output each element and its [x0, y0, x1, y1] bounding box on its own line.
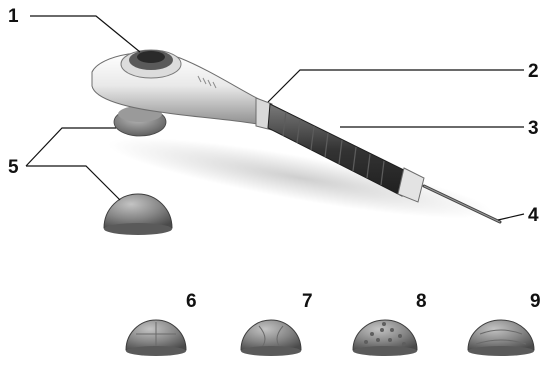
- leader-2: [268, 70, 524, 102]
- attachment-6: [126, 320, 186, 356]
- callout-2: 2: [528, 61, 539, 82]
- callout-5: 5: [8, 157, 19, 178]
- leader-4: [498, 214, 524, 220]
- callout-4: 4: [528, 205, 539, 226]
- attachment-7: [241, 320, 301, 356]
- leader-5a: [26, 128, 116, 166]
- callout-6: 6: [186, 291, 197, 312]
- callout-1: 1: [8, 6, 19, 27]
- leader-1: [30, 16, 140, 52]
- callout-3: 3: [528, 118, 539, 139]
- attachment-9: [468, 320, 534, 356]
- callout-8: 8: [416, 291, 427, 312]
- callout-7: 7: [302, 291, 313, 312]
- callout-9: 9: [530, 291, 541, 312]
- control-button[interactable]: [121, 50, 181, 78]
- leader-5b: [26, 166, 120, 200]
- attachment-8: [353, 320, 417, 356]
- attachment-5: [104, 194, 172, 235]
